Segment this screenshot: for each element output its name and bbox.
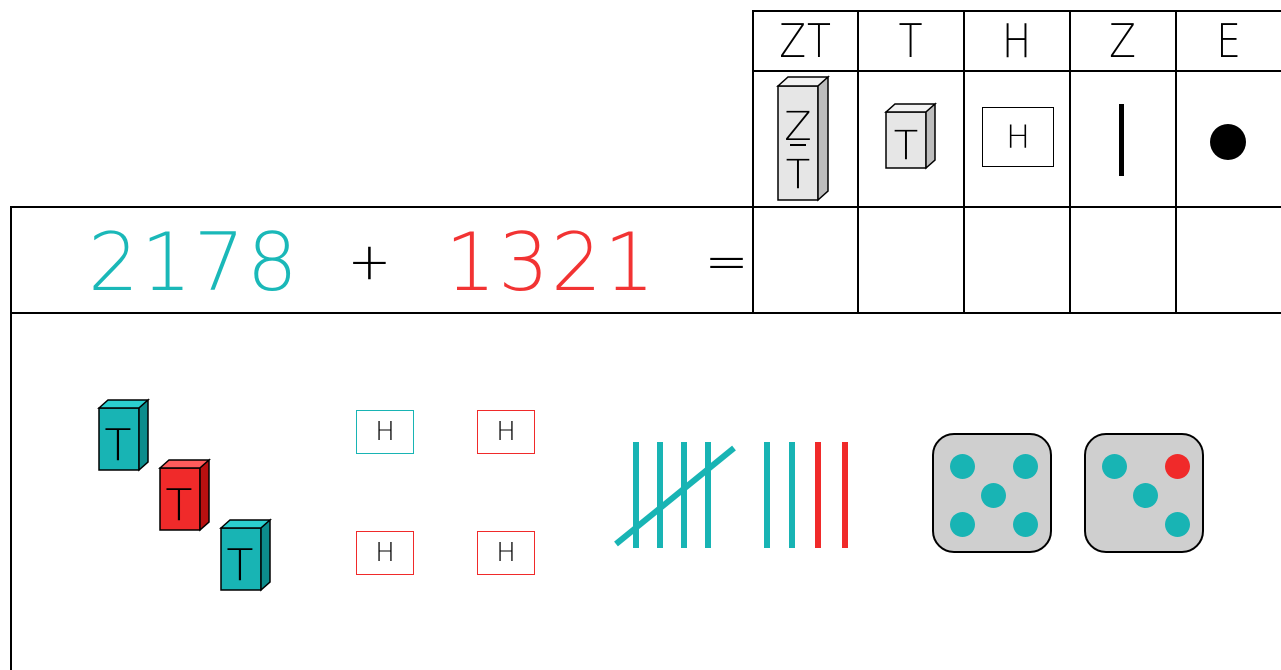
header-e: E (1185, 12, 1273, 70)
die-four (1084, 433, 1204, 553)
equation: 2178 + 1321 = (88, 214, 750, 310)
h-square-letter: H (1006, 118, 1030, 156)
header-h: H (973, 12, 1061, 70)
thousand-cube-red-letter: T (166, 480, 193, 531)
zt-block-letter-z: Z (784, 104, 811, 150)
tally-marks (610, 436, 860, 552)
row-divider-top (10, 206, 1281, 208)
thousand-cube-teal-2-letter: T (227, 540, 254, 591)
thousand-cube-teal-2: T (218, 518, 278, 594)
die-pip (1013, 454, 1038, 479)
hundred-square-teal-letter: H (375, 417, 395, 447)
hundred-square-teal: H (356, 410, 414, 454)
header-z: Z (1079, 12, 1167, 70)
hundred-square-red-1-letter: H (496, 417, 516, 447)
thousand-cube-teal-1: T (96, 398, 156, 474)
hundred-square-red-3-letter: H (496, 538, 516, 568)
die-pip (1133, 483, 1158, 508)
ten-stick-icon (1119, 104, 1124, 176)
col-line-3 (963, 10, 965, 313)
t-cube-letter: T (894, 123, 918, 169)
die-pip (950, 454, 975, 479)
addend-1: 2178 (88, 216, 300, 309)
col-line-1 (752, 10, 754, 313)
ten-thousand-block-icon: Z T (775, 74, 835, 206)
hundred-square-red-2-letter: H (375, 538, 395, 568)
die-pip (1102, 454, 1127, 479)
header-zt: ZT (762, 12, 850, 70)
die-pip (981, 483, 1006, 508)
die-pip (1165, 454, 1190, 479)
thousand-cube-red: T (157, 458, 217, 534)
plus-sign: + (348, 232, 394, 292)
thousand-cube-teal-1-letter: T (105, 420, 132, 471)
hundred-square-red-3: H (477, 531, 535, 575)
die-pip (1013, 512, 1038, 537)
table-header-divider (753, 70, 1281, 72)
die-pip (1165, 512, 1190, 537)
zt-block-letter-t: T (786, 152, 810, 198)
die-five (932, 433, 1052, 553)
col-line-2 (857, 10, 859, 313)
hundred-square-icon: H (982, 107, 1054, 167)
header-t: T (867, 12, 955, 70)
row-divider-bottom (10, 312, 1281, 314)
one-dot-icon (1210, 124, 1246, 160)
col-line-4 (1069, 10, 1071, 313)
hundred-square-red-2: H (356, 531, 414, 575)
hundred-square-red-1: H (477, 410, 535, 454)
addend-2: 1321 (445, 216, 657, 309)
thousand-cube-icon: T (883, 102, 939, 172)
left-border (10, 206, 12, 670)
die-pip (950, 512, 975, 537)
col-line-5 (1175, 10, 1177, 313)
equals-sign: = (705, 232, 751, 292)
